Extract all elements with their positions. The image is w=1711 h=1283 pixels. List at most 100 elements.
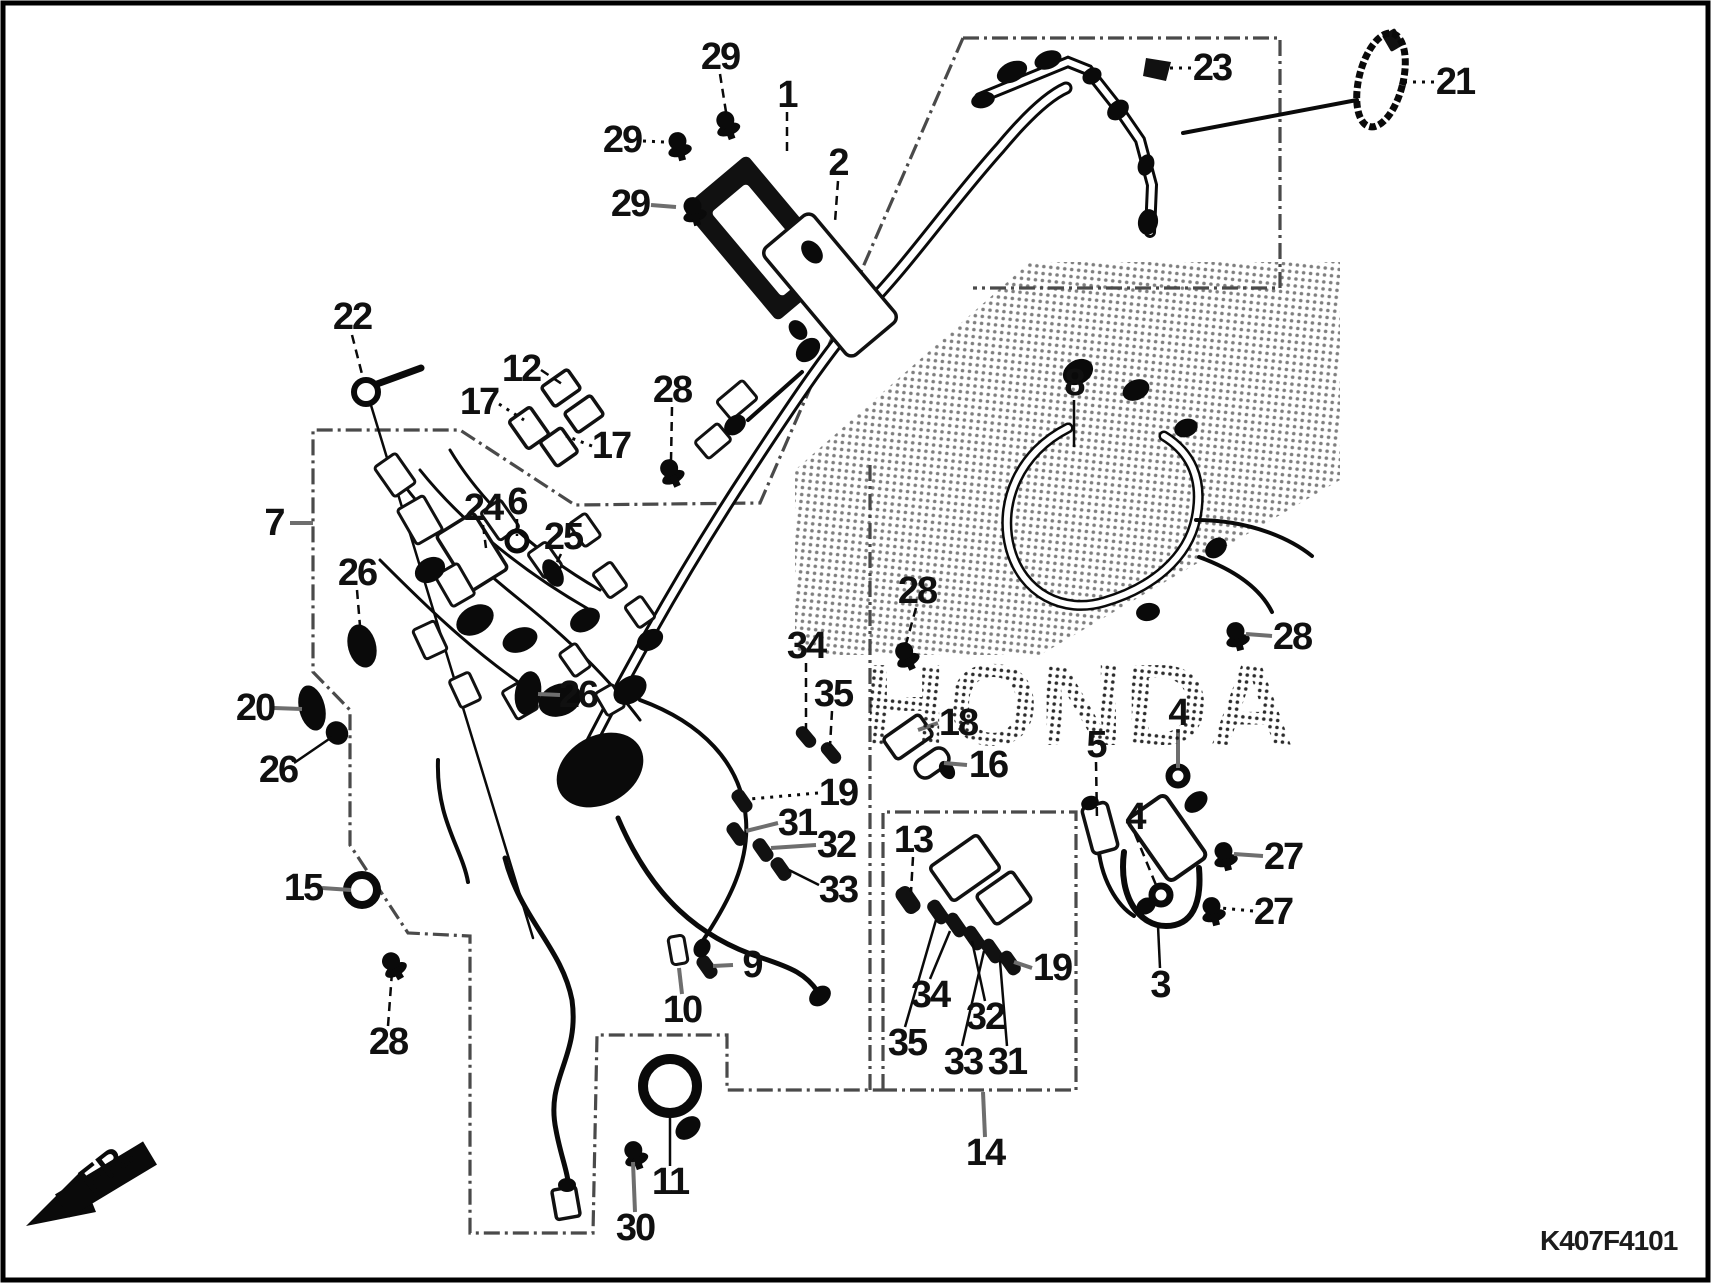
leader-line [386, 971, 394, 1027]
part-label-17[interactable]: 17 [592, 425, 633, 467]
leader-line [903, 919, 938, 1028]
connector-box [913, 746, 951, 780]
part-label-29[interactable]: 29 [701, 36, 742, 78]
part-label-15[interactable]: 15 [284, 867, 326, 909]
part-label-9[interactable]: 9 [742, 944, 764, 986]
part-label-31[interactable]: 31 [988, 1041, 1030, 1083]
leader-line [642, 139, 665, 144]
part-label-11[interactable]: 11 [652, 1161, 692, 1203]
part-label-7[interactable]: 7 [264, 502, 286, 544]
leader-line [1133, 833, 1158, 886]
leader-line [943, 761, 968, 767]
leader-line [749, 791, 819, 801]
part-label-3[interactable]: 3 [1150, 964, 1172, 1006]
bolt-head [683, 197, 702, 216]
boundary-line [881, 810, 1078, 1092]
part-label-10[interactable]: 10 [663, 989, 704, 1031]
part-label-23[interactable]: 23 [1193, 47, 1234, 89]
part-label-35[interactable]: 35 [888, 1022, 930, 1064]
leader-line [669, 406, 674, 462]
part-label-26[interactable]: 26 [259, 749, 300, 791]
connector-blob [1205, 537, 1227, 559]
part-label-29[interactable]: 29 [603, 119, 644, 161]
part-label-28[interactable]: 28 [1273, 616, 1314, 658]
connector-box [975, 870, 1033, 926]
terminal-capsule [770, 857, 792, 881]
connector-blob [558, 1178, 576, 1192]
part-label-27[interactable]: 27 [1264, 836, 1305, 878]
part-label-8[interactable]: 8 [1064, 362, 1086, 404]
part-label-16[interactable]: 16 [969, 744, 1010, 786]
part-label-32[interactable]: 32 [966, 996, 1007, 1038]
part-label-30[interactable]: 30 [616, 1207, 657, 1249]
part-label-28[interactable]: 28 [898, 570, 939, 612]
connector-blob [724, 414, 746, 436]
part-label-6[interactable]: 6 [507, 481, 529, 523]
part-label-25[interactable]: 25 [544, 516, 586, 558]
part-label-21[interactable]: 21 [1436, 61, 1478, 103]
leader-line [904, 607, 918, 645]
connector-box [448, 671, 482, 709]
part-label-28[interactable]: 28 [369, 1021, 410, 1063]
wire [1194, 518, 1314, 558]
part-label-13[interactable]: 13 [894, 819, 935, 861]
leader-line [273, 706, 303, 711]
diagram-code: K407F4101 [1540, 1225, 1678, 1256]
connector-blob [1034, 50, 1062, 70]
part-label-2[interactable]: 2 [828, 142, 850, 184]
part-label-31[interactable]: 31 [778, 802, 820, 844]
part-label-5[interactable]: 5 [1086, 724, 1109, 766]
part-label-33[interactable]: 33 [819, 869, 860, 911]
part-label-4[interactable]: 4 [1125, 796, 1148, 838]
part-label-32[interactable]: 32 [817, 824, 858, 866]
connector-box [882, 713, 934, 761]
connector-blob [556, 732, 644, 808]
harness-tube-core [1003, 425, 1202, 609]
part-label-4[interactable]: 4 [1168, 692, 1191, 734]
part-label-19[interactable]: 19 [819, 772, 860, 814]
part-label-26[interactable]: 26 [338, 552, 379, 594]
part-label-28[interactable]: 28 [653, 369, 694, 411]
part-label-26[interactable]: 26 [559, 674, 600, 716]
part-label-17[interactable]: 17 [460, 381, 501, 423]
grommet-ring [343, 871, 381, 909]
leader-line [1013, 960, 1033, 970]
part-label-34[interactable]: 34 [787, 625, 829, 667]
connector-blob [809, 985, 831, 1007]
wire [615, 815, 821, 995]
part-label-35[interactable]: 35 [814, 673, 856, 715]
part-label-14[interactable]: 14 [966, 1132, 1008, 1174]
bolt [716, 111, 741, 141]
wire [746, 370, 804, 422]
part-label-24[interactable]: 24 [464, 487, 506, 529]
leader-line [718, 73, 728, 113]
wire [1181, 98, 1359, 135]
part-label-1[interactable]: 1 [777, 74, 800, 116]
part-label-34[interactable]: 34 [911, 974, 953, 1016]
part-label-12[interactable]: 12 [502, 348, 543, 390]
part-label-20[interactable]: 20 [236, 687, 277, 729]
boundary-line [963, 36, 1282, 290]
part-label-27[interactable]: 27 [1254, 891, 1295, 933]
connector-blob [971, 91, 995, 109]
part-label-18[interactable]: 18 [939, 702, 980, 744]
part-label-19[interactable]: 19 [1033, 947, 1074, 989]
bolt-shank [676, 147, 687, 162]
leader-line [909, 856, 915, 893]
leader-line [917, 721, 939, 732]
bolt [668, 132, 692, 162]
bolt-shank [669, 473, 681, 488]
part-label-22[interactable]: 22 [333, 296, 374, 338]
drawing-layer [26, 28, 1409, 1226]
connector-box [411, 619, 449, 661]
wire [378, 558, 532, 692]
part-label-33[interactable]: 33 [944, 1041, 985, 1083]
leader-line [1094, 761, 1099, 821]
wire [1197, 555, 1274, 614]
part-label-29[interactable]: 29 [611, 183, 652, 225]
bolt [382, 952, 407, 981]
